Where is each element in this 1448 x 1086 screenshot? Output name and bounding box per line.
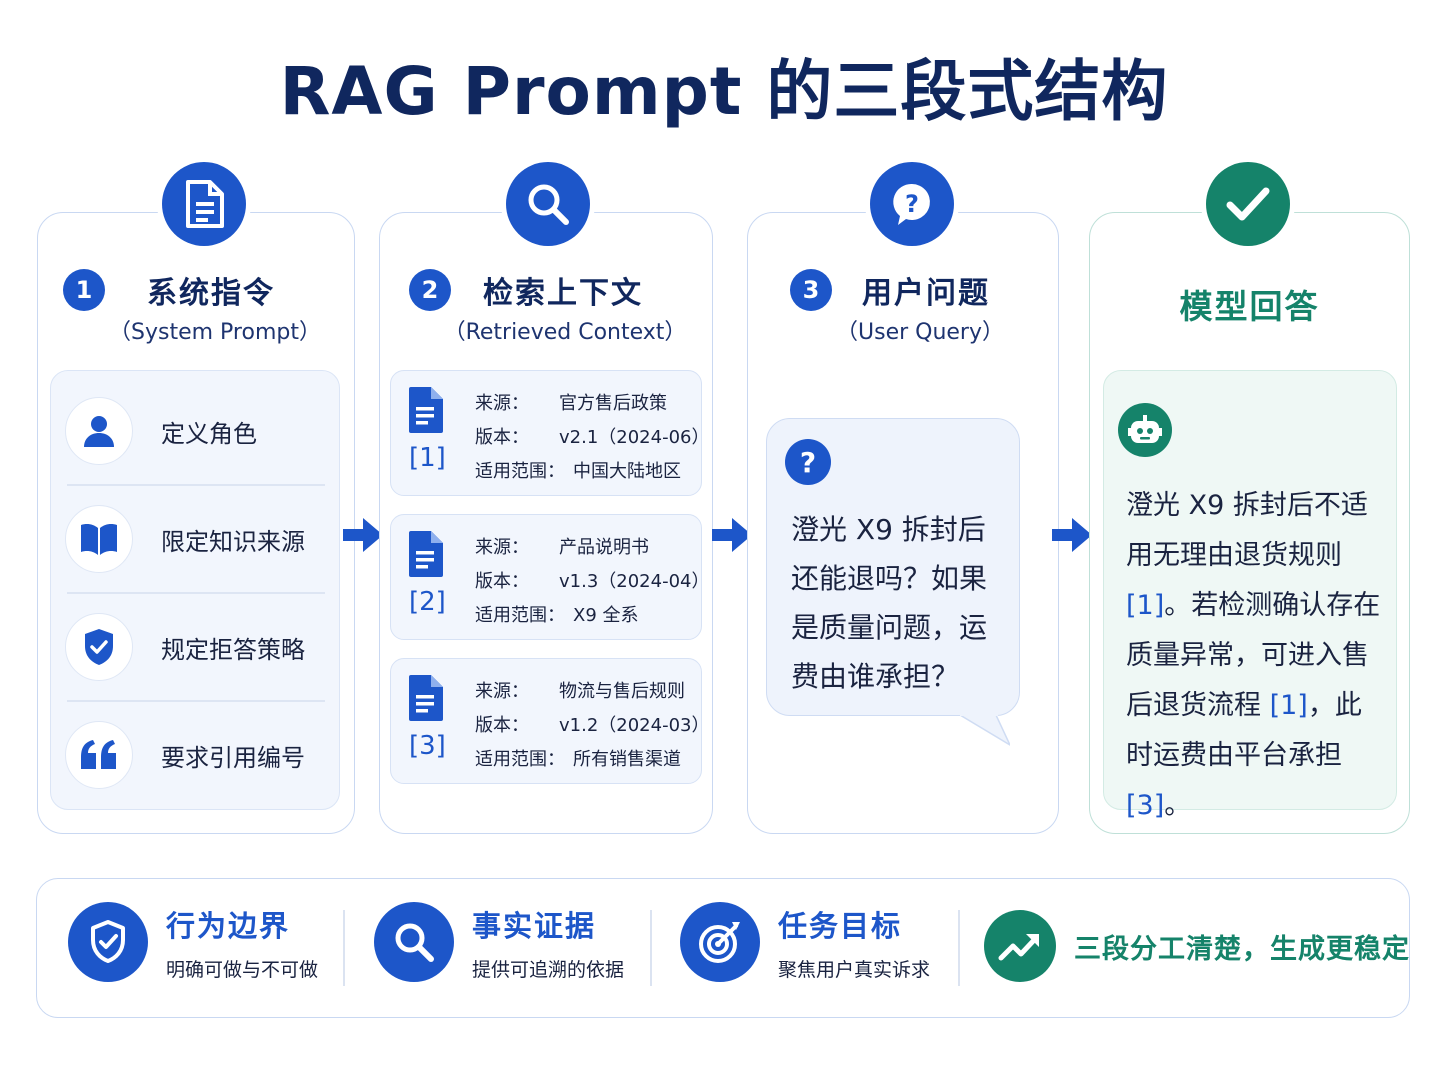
citation: [1] xyxy=(1126,590,1165,621)
search-icon xyxy=(374,902,454,982)
citation: [1] xyxy=(1269,690,1308,721)
doc-source: 官方售后政策 xyxy=(559,393,667,414)
section-3-subtitle: （User Query） xyxy=(836,320,1004,345)
list-item: 限定知识来源 xyxy=(65,485,323,593)
step-1-badge: 1 xyxy=(63,269,105,311)
context-doc-2: [2] 来源：产品说明书 版本：v1.3（2024-04） 适用范围：X9 全系 xyxy=(390,514,710,640)
doc-scope: 中国大陆地区 xyxy=(573,461,681,482)
doc-scope: X9 全系 xyxy=(573,605,639,626)
user-question: 澄光 X9 拆封后还能退吗？如果是质量问题，运费由谁承担？ xyxy=(791,513,988,693)
benefits-bar xyxy=(36,878,1410,1018)
model-answer-panel: 澄光 X9 拆封后不适用无理由退货规则 [1]。若检测确认存在质量异常，可进入售… xyxy=(1103,370,1397,821)
feature-subtitle: 提供可追溯的依据 xyxy=(472,958,625,981)
question-bubble-icon: ? xyxy=(870,162,954,246)
model-answer-text: 澄光 X9 拆封后不适用无理由退货规则 [1]。若检测确认存在质量异常，可进入售… xyxy=(1126,490,1381,821)
feature-subtitle: 聚焦用户真实诉求 xyxy=(778,958,931,981)
arrow-right-icon xyxy=(712,518,752,552)
doc-version: v1.2（2024-03） xyxy=(559,715,710,736)
document-icon xyxy=(162,162,246,246)
feature-subtitle: 明确可做与不可做 xyxy=(166,958,319,981)
page-title: RAG Prompt 的三段式结构 xyxy=(279,53,1169,130)
doc-ref: [3] xyxy=(409,731,446,761)
list-item: 要求引用编号 xyxy=(65,701,323,809)
trend-up-icon xyxy=(984,910,1056,982)
feature-title: 行为边界 xyxy=(166,908,291,943)
list-item: 定义角色 xyxy=(65,377,323,485)
question-icon: ? xyxy=(785,439,831,485)
feature-goal: 任务目标 聚焦用户真实诉求 xyxy=(680,902,930,982)
section-3-title: 用户问题 xyxy=(862,276,990,311)
section-2-subtitle: （Retrieved Context） xyxy=(443,320,687,345)
step-3-badge: 3 xyxy=(790,269,832,311)
feature-title: 任务目标 xyxy=(778,908,903,943)
feature-behavior: 行为边界 明确可做与不可做 xyxy=(68,902,318,982)
check-icon xyxy=(1206,162,1290,246)
step-2-badge: 2 xyxy=(409,269,451,311)
context-doc-3: [3] 来源：物流与售后规则 版本：v1.2（2024-03） 适用范围：所有销… xyxy=(390,658,710,784)
citation: [3] xyxy=(1126,790,1165,821)
feature-title: 事实证据 xyxy=(472,908,597,943)
doc-version: v2.1（2024-06） xyxy=(559,427,710,448)
system-prompt-panel: 定义角色 限定知识来源 规定拒答策略 要求引用编号 xyxy=(50,370,340,810)
search-icon xyxy=(506,162,590,246)
section-2-title: 检索上下文 xyxy=(483,276,643,311)
doc-ref: [1] xyxy=(409,443,446,473)
user-question-bubble: ? 澄光 X9 拆封后还能退吗？如果是质量问题，运费由谁承担？ xyxy=(766,418,1020,716)
arrow-right-icon xyxy=(343,518,383,552)
bubble-tail xyxy=(960,714,1010,746)
arrow-right-icon xyxy=(1052,518,1092,552)
doc-version: v1.3（2024-04） xyxy=(559,571,710,592)
item-label: 规定拒答策略 xyxy=(161,635,305,664)
doc-icon xyxy=(409,675,443,721)
item-label: 要求引用编号 xyxy=(161,743,305,772)
shield-check-icon xyxy=(65,613,133,681)
svg-text:?: ? xyxy=(905,190,919,218)
book-icon xyxy=(65,505,133,573)
doc-ref: [2] xyxy=(409,587,446,617)
summary-text: 三段分工清楚，生成更稳定 xyxy=(1074,933,1410,965)
item-label: 定义角色 xyxy=(161,419,257,448)
user-icon xyxy=(65,397,133,465)
section-1-subtitle: （System Prompt） xyxy=(109,320,321,345)
target-icon xyxy=(680,902,760,982)
doc-source: 物流与售后规则 xyxy=(559,681,685,702)
summary: 三段分工清楚，生成更稳定 xyxy=(984,910,1410,982)
doc-icon xyxy=(409,531,443,577)
quote-icon xyxy=(65,721,133,789)
doc-scope: 所有销售渠道 xyxy=(573,749,681,770)
list-item: 规定拒答策略 xyxy=(65,593,323,701)
doc-icon xyxy=(409,387,443,433)
section-1-title: 系统指令 xyxy=(147,276,275,311)
section-4-title: 模型回答 xyxy=(1179,287,1320,326)
doc-source: 产品说明书 xyxy=(559,537,649,558)
feature-evidence: 事实证据 提供可追溯的依据 xyxy=(374,902,624,982)
robot-icon xyxy=(1118,403,1172,457)
item-label: 限定知识来源 xyxy=(161,527,305,556)
shield-check-icon xyxy=(68,902,148,982)
context-doc-1: [1] 来源：官方售后政策 版本：v2.1（2024-06） 适用范围：中国大陆… xyxy=(390,370,710,496)
